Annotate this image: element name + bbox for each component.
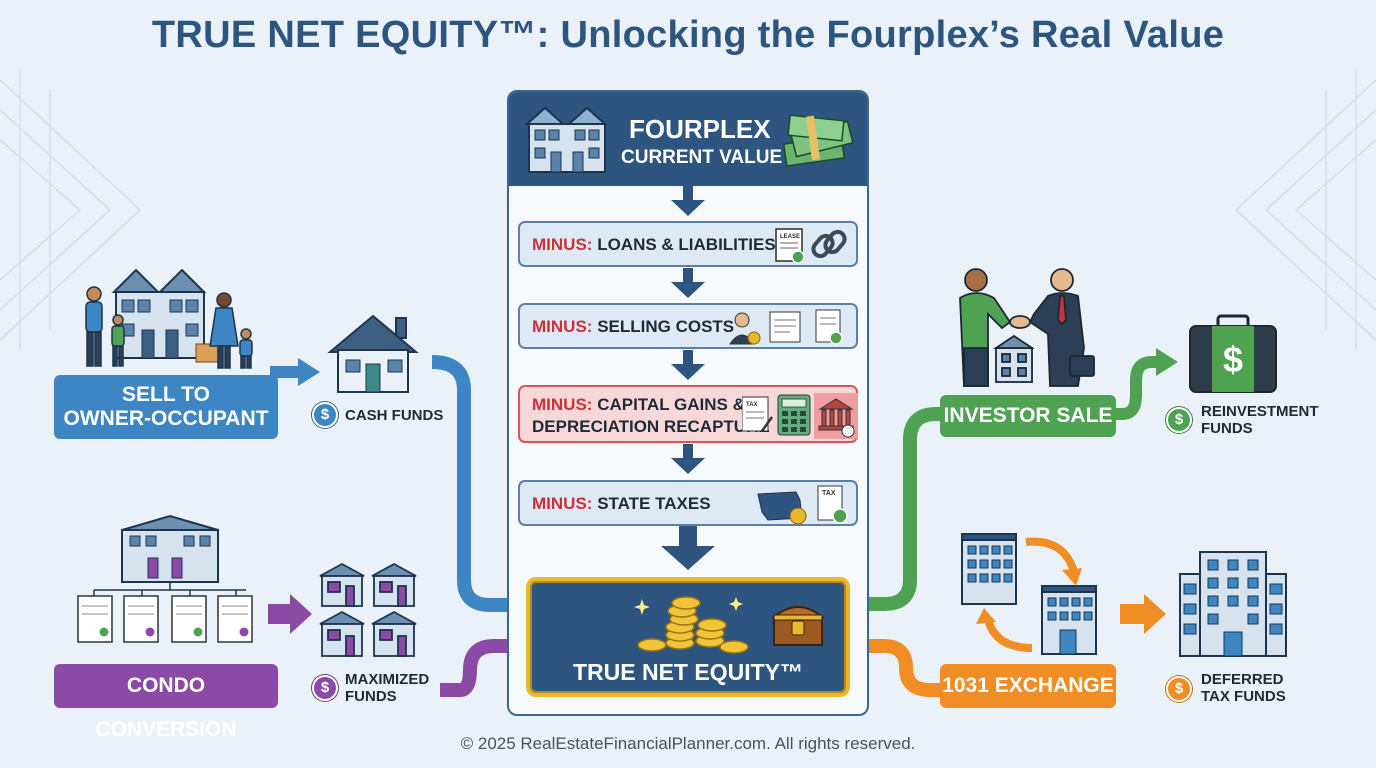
deferred-line2: TAX FUNDS xyxy=(1201,688,1286,705)
header-title: FOURPLEX xyxy=(629,114,771,144)
option-label-line1: SELL TO xyxy=(122,383,210,406)
reinvest-line2: FUNDS xyxy=(1201,420,1253,437)
treasure-chest-icon xyxy=(771,606,825,646)
fourplex-value-header: FOURPLEX CURRENT VALUE xyxy=(509,92,867,186)
lease-doc-text: LEASE xyxy=(780,234,800,240)
step-text: LOANS & LIABILITIES xyxy=(597,235,776,254)
gold-coins-icon xyxy=(634,596,749,654)
fourplex-building-icon xyxy=(524,106,608,173)
center-flow-arrows xyxy=(661,186,715,570)
tax-calculator-bank-icons: TAX xyxy=(742,393,858,439)
maximized-line1: MAXIMIZED xyxy=(345,671,430,688)
agent-contract-document-icons xyxy=(729,309,843,345)
cash-stack-icon xyxy=(782,114,854,167)
state-map-tax-icon: TAX xyxy=(757,485,848,525)
minus-label: MINUS: xyxy=(532,235,593,254)
true-net-equity-label: TRUE NET EQUITY™ xyxy=(572,659,803,685)
minus-label: MINUS: xyxy=(532,494,593,513)
minus-label: MINUS: xyxy=(532,395,593,414)
family-with-fourplex-icon xyxy=(85,268,253,369)
cash-funds-label: CASH FUNDS xyxy=(345,407,444,424)
step-text: STATE TAXES xyxy=(597,494,711,513)
sell-to-owner-occupant-option: SELL TO OWNER-OCCUPANT xyxy=(54,375,278,439)
true-net-equity-result: TRUE NET EQUITY™ xyxy=(526,577,850,697)
step-state-taxes: MINUS: STATE TAXES TAX xyxy=(518,480,858,526)
dollar-coin-icon: $ xyxy=(1166,407,1192,433)
option-label-line2: OWNER-OCCUPANT xyxy=(63,407,269,430)
exchange-1031-option: 1031 EXCHANGE xyxy=(940,664,1116,708)
dollar-coin-icon: $ xyxy=(312,675,338,701)
header-subtitle: CURRENT VALUE xyxy=(621,147,783,168)
four-condo-units-icon xyxy=(319,562,417,657)
maximized-line2: FUNDS xyxy=(345,688,397,705)
tax-form-text: TAX xyxy=(822,490,836,497)
lease-document-chain-icon: LEASE xyxy=(775,228,847,264)
deferred-line1: DEFERRED xyxy=(1201,671,1284,688)
briefcase-dollar-text: $ xyxy=(1223,339,1243,380)
step-loans-liabilities: MINUS: LOANS & LIABILITIES LEASE xyxy=(518,221,858,267)
investor-sale-option: INVESTOR SALE xyxy=(940,395,1116,437)
single-family-house-icon xyxy=(327,314,419,393)
minus-label: MINUS: xyxy=(532,317,593,336)
step-selling-costs: MINUS: SELLING COSTS xyxy=(518,303,858,349)
maximized-funds-label: MAXIMIZED FUNDS xyxy=(345,671,429,705)
money-briefcase-icon: $ xyxy=(1189,314,1277,393)
step-text-line2: DEPRECIATION RECAPTURE xyxy=(532,417,770,436)
page-title: TRUE NET EQUITY™: Unlocking the Fourplex… xyxy=(151,14,1225,56)
step-capital-gains: MINUS: CAPITAL GAINS & DEPRECIATION RECA… xyxy=(518,385,858,443)
office-tower-icon xyxy=(1179,551,1287,657)
step-text: CAPITAL GAINS & xyxy=(597,395,745,414)
condo-conversion-option: CONDO CONVERSION xyxy=(54,664,278,741)
copyright-footer: © 2025 RealEstateFinancialPlanner.com. A… xyxy=(460,734,916,753)
tax-doc-text: TAX xyxy=(746,402,758,408)
dollar-coin-icon: $ xyxy=(1166,676,1192,702)
reinvestment-funds-label: REINVESTMENT FUNDS xyxy=(1201,403,1319,437)
investor-handshake-icon xyxy=(959,268,1095,387)
exchange-buildings-icon xyxy=(961,533,1097,655)
reinvest-line1: REINVESTMENT xyxy=(1201,403,1319,420)
deferred-tax-funds-label: DEFERRED TAX FUNDS xyxy=(1201,671,1286,705)
dollar-coin-icon: $ xyxy=(312,402,338,428)
step-text: SELLING COSTS xyxy=(597,317,735,336)
condo-conversion-docs-icon xyxy=(77,514,253,643)
